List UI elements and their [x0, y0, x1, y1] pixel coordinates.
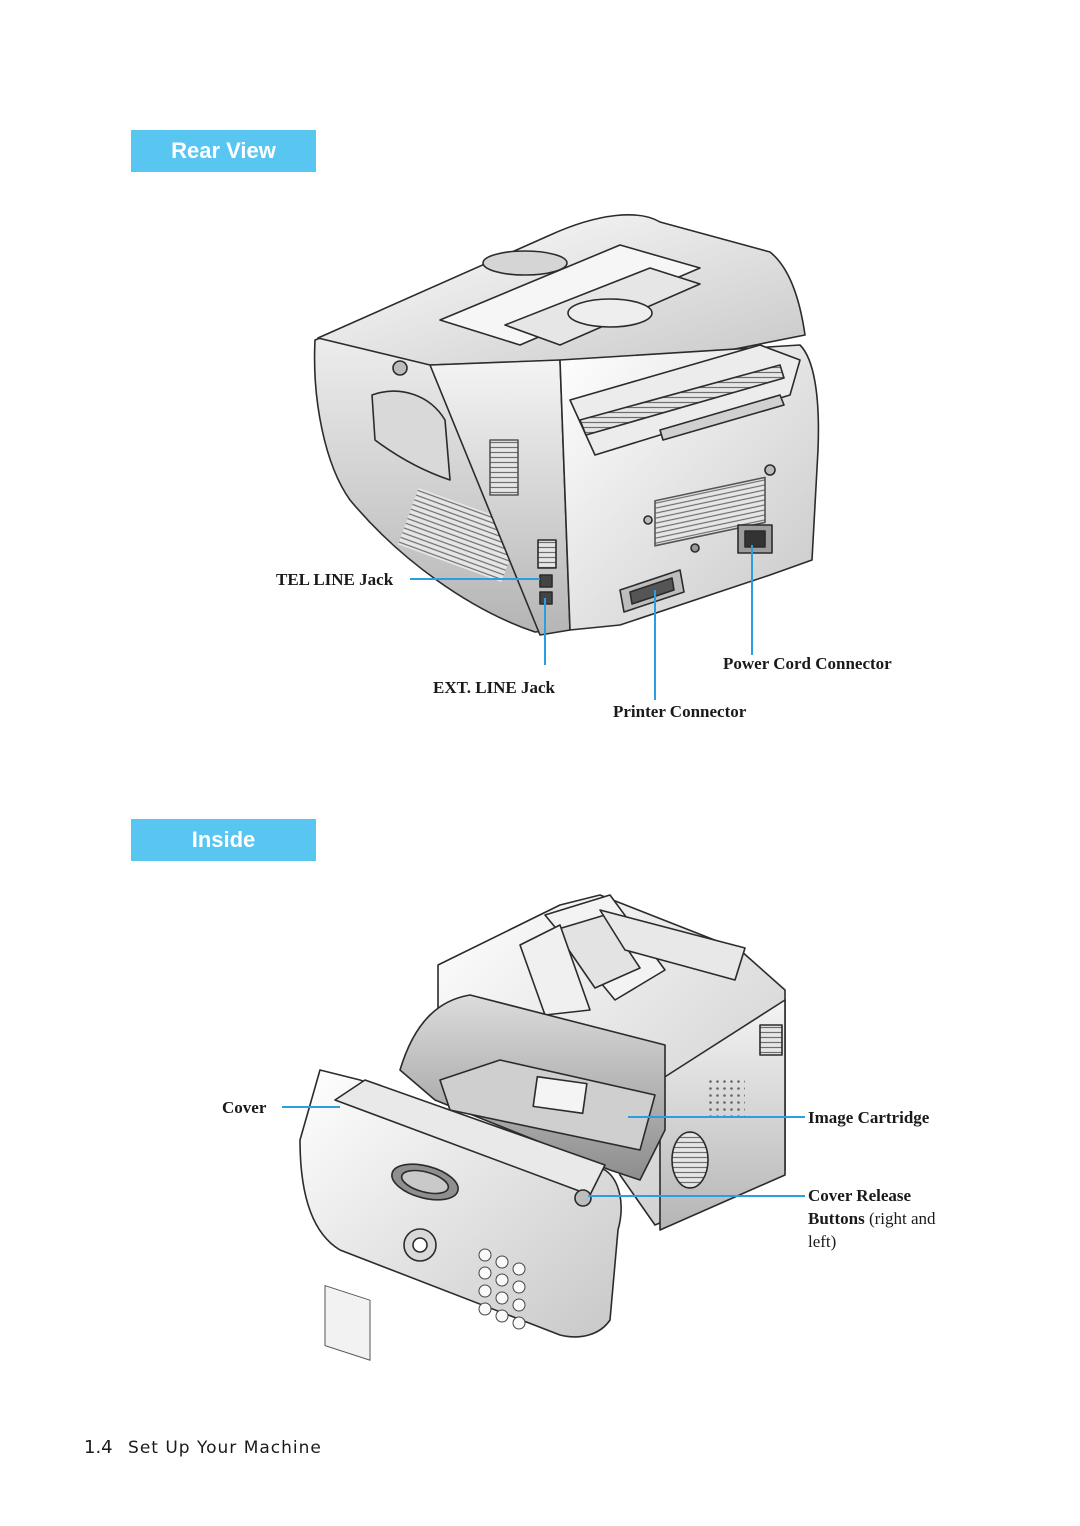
- rear-callout-lines: [410, 545, 753, 700]
- cover-release-buttons-word: Buttons: [808, 1209, 865, 1228]
- callout-cover: Cover: [222, 1098, 267, 1117]
- cover-release-note: (right and: [868, 1209, 936, 1228]
- callout-printer-connector: Printer Connector: [613, 702, 747, 721]
- cover-release-line1: Cover Release: [808, 1186, 912, 1205]
- inside-callout-lines: [282, 1106, 805, 1197]
- callout-tel-line-jack: TEL LINE Jack: [276, 570, 394, 589]
- chapter-title: Set Up Your Machine: [128, 1438, 322, 1458]
- cover-release-line3: left): [808, 1232, 837, 1251]
- fax-rear-illustration: [313, 214, 820, 636]
- callout-cover-release-buttons: Cover Release Buttons (right and left): [808, 1184, 936, 1253]
- callout-power-cord-connector: Power Cord Connector: [723, 654, 892, 673]
- fax-inside-illustration: [299, 894, 786, 1361]
- cover-release-line2: Buttons (right and: [808, 1207, 936, 1230]
- section-title-rear-view: Rear View: [131, 130, 316, 172]
- page-number: 1.4: [84, 1437, 113, 1458]
- callout-image-cartridge: Image Cartridge: [808, 1108, 930, 1127]
- section-title-inside: Inside: [131, 819, 316, 861]
- page-footer: 1.4 Set Up Your Machine: [84, 1437, 322, 1458]
- callout-ext-line-jack: EXT. LINE Jack: [433, 678, 556, 697]
